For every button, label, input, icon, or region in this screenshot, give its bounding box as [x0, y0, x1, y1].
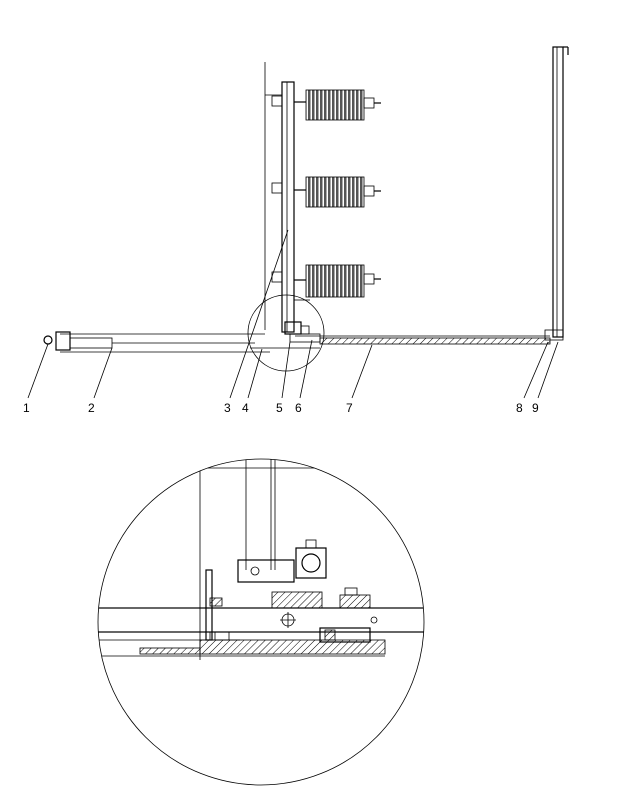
- door-panel: [544, 46, 569, 341]
- detail-enlargement: [97, 458, 425, 786]
- leader-lines: [27, 229, 559, 399]
- detail-marker-circle: [247, 294, 325, 372]
- rail-assembly: [55, 321, 551, 353]
- callout-6: 6: [295, 401, 302, 415]
- callout-1: 1: [23, 401, 30, 415]
- insulator-bottom: [271, 264, 381, 298]
- insulator-top: [271, 89, 381, 121]
- handle-knob: [43, 335, 53, 345]
- assembly-side-view: 1 2 3 4 5 6 7 8 9: [23, 46, 569, 415]
- callout-7: 7: [346, 401, 353, 415]
- callout-3: 3: [224, 401, 231, 415]
- insulator-middle: [271, 176, 381, 208]
- callout-2: 2: [88, 401, 95, 415]
- callout-labels: 1 2 3 4 5 6 7 8 9: [23, 401, 539, 415]
- callout-5: 5: [276, 401, 283, 415]
- callout-8: 8: [516, 401, 523, 415]
- callout-4: 4: [242, 401, 249, 415]
- detail-circle: [97, 458, 425, 786]
- callout-9: 9: [532, 401, 539, 415]
- panel-frame: [264, 62, 310, 333]
